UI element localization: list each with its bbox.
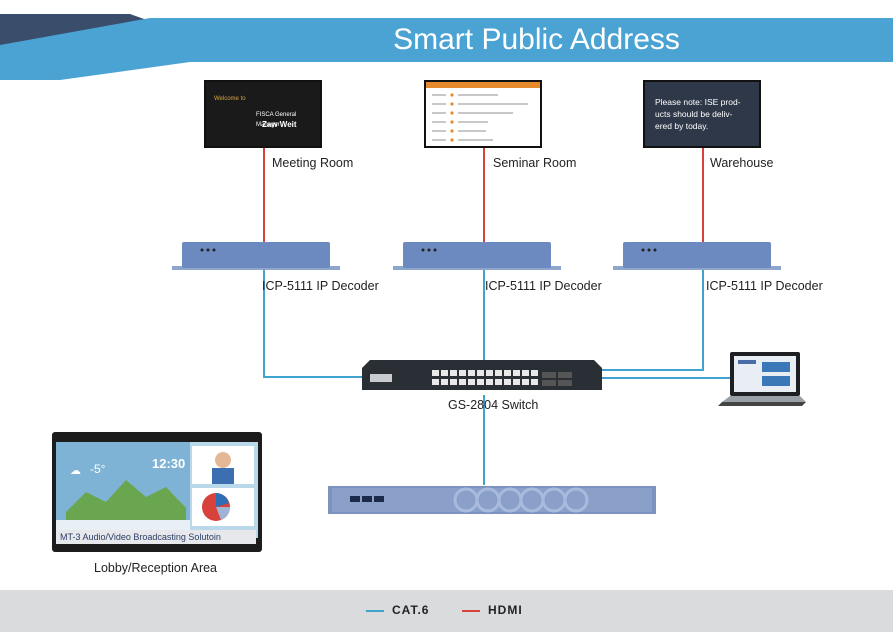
switch-port — [495, 379, 502, 385]
switch-port — [522, 379, 529, 385]
hdmi-legend-swatch — [462, 610, 480, 612]
meeting-room-screen: Welcome to FISCA General Manager Zaw Wei… — [204, 80, 322, 148]
page-title: Smart Public Address — [393, 23, 680, 56]
switch-port — [477, 370, 484, 376]
meeting-screen-welcome: Welcome to — [214, 96, 246, 102]
lobby-screen-content: 12:30 -5° ☁ — [56, 442, 258, 538]
switch-port — [495, 370, 502, 376]
switch-port — [504, 379, 511, 385]
switch-port — [441, 370, 448, 376]
switch-port — [450, 379, 457, 385]
switch-port — [486, 370, 493, 376]
warehouse-label: Warehouse — [710, 156, 774, 170]
switch-port — [504, 370, 511, 376]
cat6-legend-swatch — [366, 610, 384, 612]
seminar-room-label: Seminar Room — [493, 156, 577, 170]
switch-port — [477, 379, 484, 385]
switch-port — [468, 379, 475, 385]
decoder-3-label: ICP-5111 IP Decoder — [706, 279, 823, 293]
meeting-screen-position: FISCA General Manager — [256, 112, 297, 128]
hdmi-legend-label: HDMI — [488, 603, 523, 617]
switch-port — [513, 370, 520, 376]
switch-port — [486, 379, 493, 385]
switch-port — [432, 379, 439, 385]
switch-port — [441, 379, 448, 385]
encoder-rack-unit — [328, 486, 656, 514]
ip-decoder-2 — [393, 242, 561, 270]
warehouse-screen: Please note: ISE prod- ucts should be de… — [643, 80, 761, 148]
switch-port — [531, 379, 538, 385]
meeting-screen-name: Zaw Weit — [262, 120, 297, 129]
decoder-1-label: ICP-5111 IP Decoder — [262, 279, 379, 293]
decoder-2-label: ICP-5111 IP Decoder — [485, 279, 602, 293]
switch-port — [468, 370, 475, 376]
laptop — [718, 352, 806, 406]
weather-icon: ☁ — [70, 465, 81, 477]
header-banner — [0, 14, 893, 80]
switch-port — [531, 370, 538, 376]
lobby-temperature: -5° — [90, 462, 106, 476]
lobby-clock: 12:30 — [152, 456, 186, 471]
meeting-room-label: Meeting Room — [272, 156, 354, 170]
lobby-banner: MT-3 Audio/Video Broadcasting Solutoin — [56, 530, 256, 544]
legend-bar — [0, 590, 893, 632]
switch-port — [450, 370, 457, 376]
ip-decoder-3 — [613, 242, 781, 270]
cat6-line-decoder1 — [263, 270, 365, 378]
switch-port — [459, 379, 466, 385]
cat6-line-decoder3 — [600, 270, 704, 371]
network-switch — [362, 360, 602, 390]
seminar-room-screen — [424, 80, 542, 148]
warehouse-screen-message: Please note: ISE prod- ucts should be de… — [655, 97, 741, 131]
switch-port — [513, 379, 520, 385]
switch-label: GS-2804 Switch — [448, 398, 539, 412]
switch-port — [459, 370, 466, 376]
switch-port — [432, 370, 439, 376]
schedule-list — [426, 82, 540, 142]
ip-decoder-1 — [172, 242, 340, 270]
header-blue-shape — [0, 18, 893, 80]
lobby-screen: 12:30 -5° ☁ MT-3 Audio/Video Broadcastin… — [52, 432, 262, 552]
lobby-label: Lobby/Reception Area — [94, 561, 218, 575]
cat6-legend-label: CAT.6 — [392, 603, 430, 617]
switch-port — [522, 370, 529, 376]
